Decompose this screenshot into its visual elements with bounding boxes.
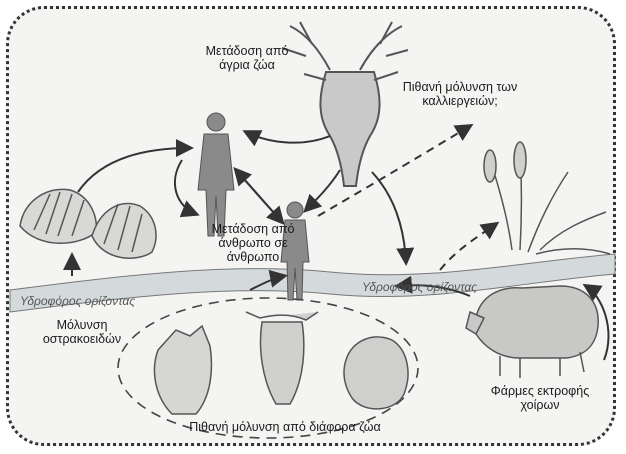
person-icon bbox=[198, 113, 234, 236]
pig-icon bbox=[466, 286, 598, 378]
sheep-icon bbox=[344, 337, 408, 409]
arrow-shell-to-person bbox=[78, 148, 190, 192]
label-aquifer-right: Υδροφόρος ορίζοντας bbox=[362, 280, 477, 294]
arrow-deer-to-center bbox=[306, 170, 340, 210]
label-shellfish: Μόλυνση οστρακοειδών bbox=[22, 318, 142, 346]
label-crops: Πιθανή μόλυνση των καλλιεργειών; bbox=[380, 80, 540, 108]
arrow-person-loop bbox=[175, 160, 196, 214]
arrow-center-to-person bbox=[236, 170, 282, 222]
shell-icon bbox=[20, 189, 156, 258]
cow-icon bbox=[246, 312, 318, 404]
arrow-possible-wheat bbox=[440, 224, 496, 270]
arrow-deer-to-person bbox=[246, 132, 330, 143]
label-human-to-human: Μετάδοση από άνθρωπο σε άνθρωπο bbox=[198, 222, 308, 264]
label-various-animals: Πιθανή μόλυνση από διάφορα ζώα bbox=[150, 420, 420, 434]
label-pig-farms: Φάρμες εκτροφής χοίρων bbox=[490, 384, 590, 412]
label-aquifer-left: Υδροφόρος ορίζοντας bbox=[20, 294, 135, 308]
label-wild-animals: Μετάδοση από άγρια ζώα bbox=[196, 44, 298, 72]
wheat-icon bbox=[484, 142, 610, 254]
cow-icon bbox=[154, 326, 211, 414]
arrow-deer-to-aquifer bbox=[372, 172, 406, 262]
